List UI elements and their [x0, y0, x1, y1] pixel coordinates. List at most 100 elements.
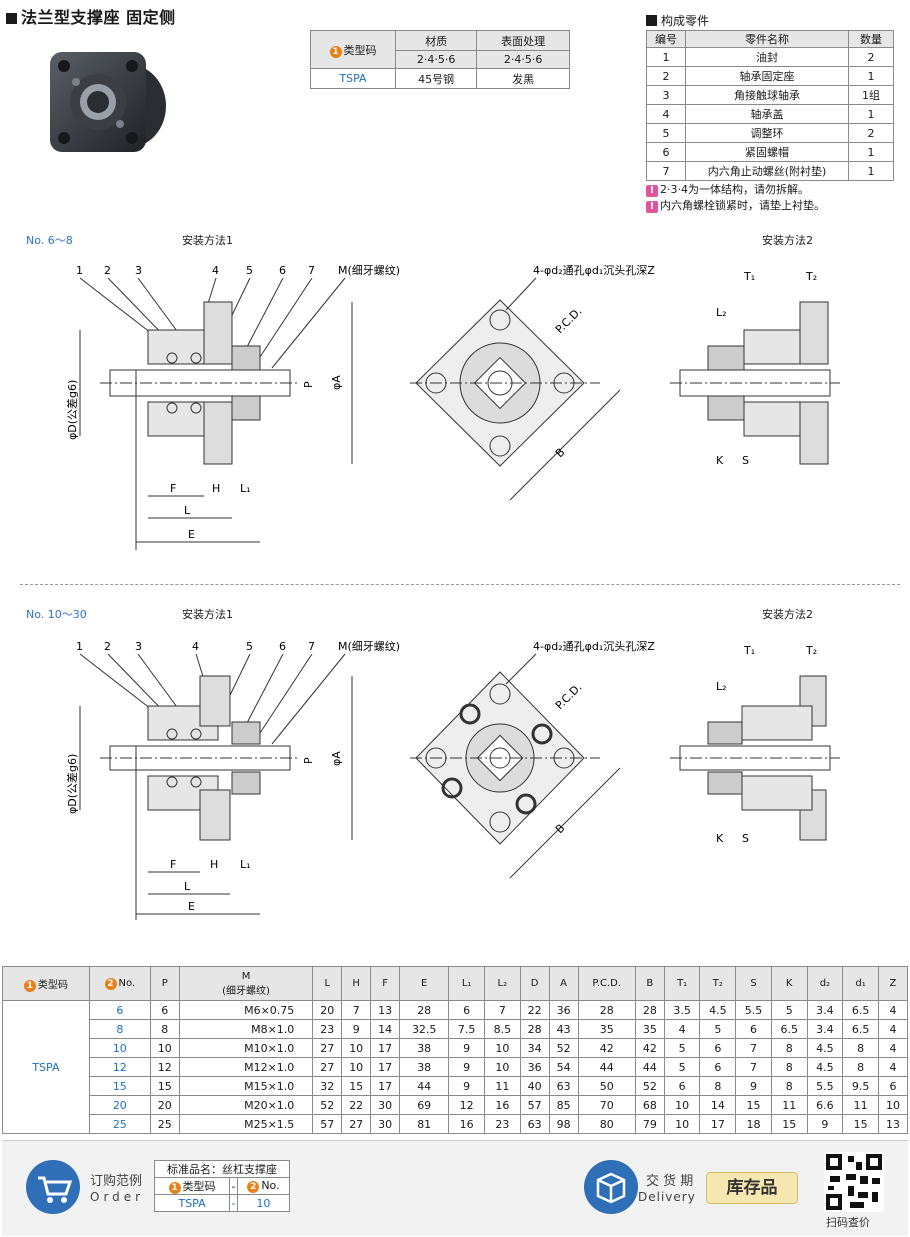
spec-cell: 44: [577, 1057, 636, 1077]
spec-cell: 14: [699, 1095, 737, 1115]
spec-cell: 38: [399, 1038, 450, 1058]
spec-cell: 23: [483, 1114, 521, 1134]
spec-cell: 35: [577, 1019, 636, 1039]
badge-icon: 2: [104, 977, 117, 990]
spec-cell: 7: [735, 1038, 772, 1058]
spec-cell: 7: [483, 1000, 521, 1020]
spec-cell: 44: [634, 1057, 665, 1077]
spec-header-cell: T₂: [699, 966, 737, 1001]
svg-text:E: E: [188, 528, 195, 541]
svg-text:P.C.D.: P.C.D.: [553, 305, 585, 337]
spec-header-cell: T₁: [663, 966, 701, 1001]
svg-text:4-φd₂通孔φd₁沉头孔深Z: 4-φd₂通孔φd₁沉头孔深Z: [533, 640, 655, 653]
spec-cell: 4: [877, 1057, 909, 1077]
spec-type-cell: TSPA: [2, 1000, 90, 1134]
spec-cell: 4: [877, 1000, 909, 1020]
spec-header-cell: P: [149, 966, 180, 1001]
spec-cell: 3.4: [806, 1000, 844, 1020]
svg-text:P: P: [302, 381, 315, 388]
spec-cell: 28: [634, 1000, 665, 1020]
spec-cell: 15: [88, 1076, 151, 1096]
spec-cell: M8×1.0: [178, 1019, 314, 1039]
spec-cell: 12: [149, 1057, 180, 1077]
spec-cell: 20: [149, 1095, 180, 1115]
spec-cell: 8: [842, 1038, 879, 1058]
spec-cell: 68: [634, 1095, 665, 1115]
spec-cell: 11: [842, 1095, 879, 1115]
cart-icon: [26, 1160, 80, 1214]
svg-text:F: F: [170, 482, 176, 495]
spec-cell: 6.5: [842, 1019, 879, 1039]
stock-badge: 库存品: [706, 1172, 798, 1204]
spec-cell: 70: [577, 1095, 636, 1115]
spec-cell: 7: [735, 1057, 772, 1077]
spec-cell: 5: [699, 1019, 737, 1039]
spec-header-cell: B: [634, 966, 665, 1001]
spec-header-cell: F: [370, 966, 401, 1001]
spec-cell: 17: [370, 1057, 401, 1077]
spec-cell: 54: [548, 1057, 579, 1077]
spec-cell: 4: [877, 1019, 909, 1039]
spec-cell: 5.5: [806, 1076, 844, 1096]
spec-cell: 6: [663, 1076, 701, 1096]
spec-cell: 57: [312, 1114, 343, 1134]
delivery-title: 交 货 期: [646, 1174, 694, 1189]
drawing-section-1: 1 2 3 4 5 6 7 M(细牙螺纹) F H L₁ L E φD(公差g6…: [65, 263, 840, 550]
svg-text:H: H: [212, 482, 220, 495]
spec-cell: 10: [483, 1057, 521, 1077]
spec-cell: 5: [663, 1038, 701, 1058]
section2-method1-label: 安装方法1: [182, 608, 233, 621]
svg-text:7: 7: [308, 264, 315, 277]
spec-cell: 20: [312, 1000, 343, 1020]
spec-cell: 12: [448, 1095, 485, 1115]
page-title: 法兰型支撑座 固定侧: [6, 4, 176, 28]
warning-icon: !: [646, 201, 658, 213]
spec-cell: 18: [735, 1114, 772, 1134]
order-title: 订购范例: [90, 1174, 143, 1189]
spec-cell: 4: [877, 1038, 909, 1058]
svg-text:4-φd₂通孔φd₁沉头孔深Z: 4-φd₂通孔φd₁沉头孔深Z: [533, 264, 655, 277]
svg-text:E: E: [188, 900, 195, 913]
spec-cell: 12: [88, 1057, 151, 1077]
spec-cell: 42: [577, 1038, 636, 1058]
svg-text:B: B: [553, 446, 568, 461]
spec-cell: 8: [88, 1019, 151, 1039]
spec-cell: 28: [399, 1000, 450, 1020]
qr-code-icon[interactable]: [824, 1152, 884, 1212]
spec-cell: 8: [770, 1057, 808, 1077]
spec-cell: 79: [634, 1114, 665, 1134]
spec-cell: 38: [399, 1057, 450, 1077]
spec-cell: 17: [699, 1114, 737, 1134]
spec-header-cell: L₂: [483, 966, 521, 1001]
order-subtitle: Order: [90, 1190, 145, 1204]
spec-cell: 8: [699, 1076, 737, 1096]
spec-cell: 80: [577, 1114, 636, 1134]
spec-cell: 43: [548, 1019, 579, 1039]
spec-cell: 4: [663, 1019, 701, 1039]
spec-cell: 6.5: [842, 1000, 879, 1020]
svg-text:7: 7: [308, 640, 315, 653]
spec-cell: 9: [341, 1019, 372, 1039]
svg-text:L₁: L₁: [240, 482, 251, 495]
spec-header-cell: Z: [877, 966, 909, 1001]
spec-cell: 10: [663, 1114, 701, 1134]
badge-1-icon: 1: [329, 45, 342, 58]
spec-cell: 8: [842, 1057, 879, 1077]
spec-cell: 8: [770, 1076, 808, 1096]
svg-text:P: P: [302, 757, 315, 764]
spec-cell: M12×1.0: [178, 1057, 314, 1077]
spec-cell: 52: [634, 1076, 665, 1096]
spec-cell: 15: [735, 1095, 772, 1115]
spec-cell: 40: [519, 1076, 550, 1096]
spec-cell: 5.5: [735, 1000, 772, 1020]
spec-cell: 13: [370, 1000, 401, 1020]
